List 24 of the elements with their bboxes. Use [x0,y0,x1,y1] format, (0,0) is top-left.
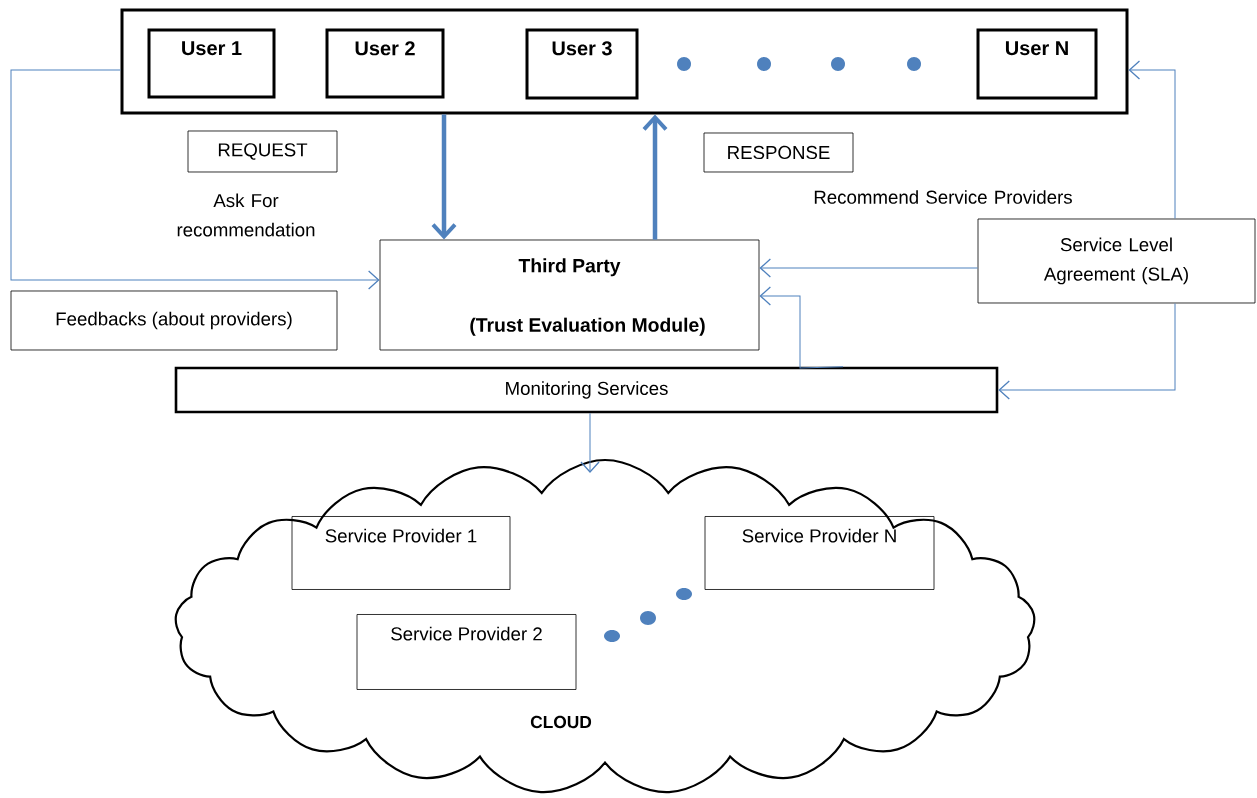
arrow [759,258,979,278]
arrow [642,114,668,240]
box: User 2 [325,28,445,99]
box: Service Provider 1 [291,516,511,590]
arrow [580,412,600,473]
arrow [759,286,844,369]
note-text: Recommend Service Providers [814,190,1072,204]
note-text: Ask For recommendation [177,193,315,237]
arrow [10,69,380,290]
box: Service Provider 2 [356,614,577,690]
box: Feedbacks (about providers) [10,290,338,351]
box: Service Provider N [704,516,935,590]
arrow [998,302,1176,400]
box: User 1 [147,28,276,99]
box: REQUEST [187,130,338,173]
box: User 3 [525,28,639,100]
box: Monitoring Services [174,366,999,414]
box: Service Level Agreement (SLA) [977,218,1256,304]
arrow [431,114,457,240]
box: User N [976,28,1098,100]
box: RESPONSE [703,132,854,173]
arrow [1128,60,1176,220]
module-box: Third Party (Trust Evaluation Module) [379,239,760,351]
group-box [120,8,1129,115]
